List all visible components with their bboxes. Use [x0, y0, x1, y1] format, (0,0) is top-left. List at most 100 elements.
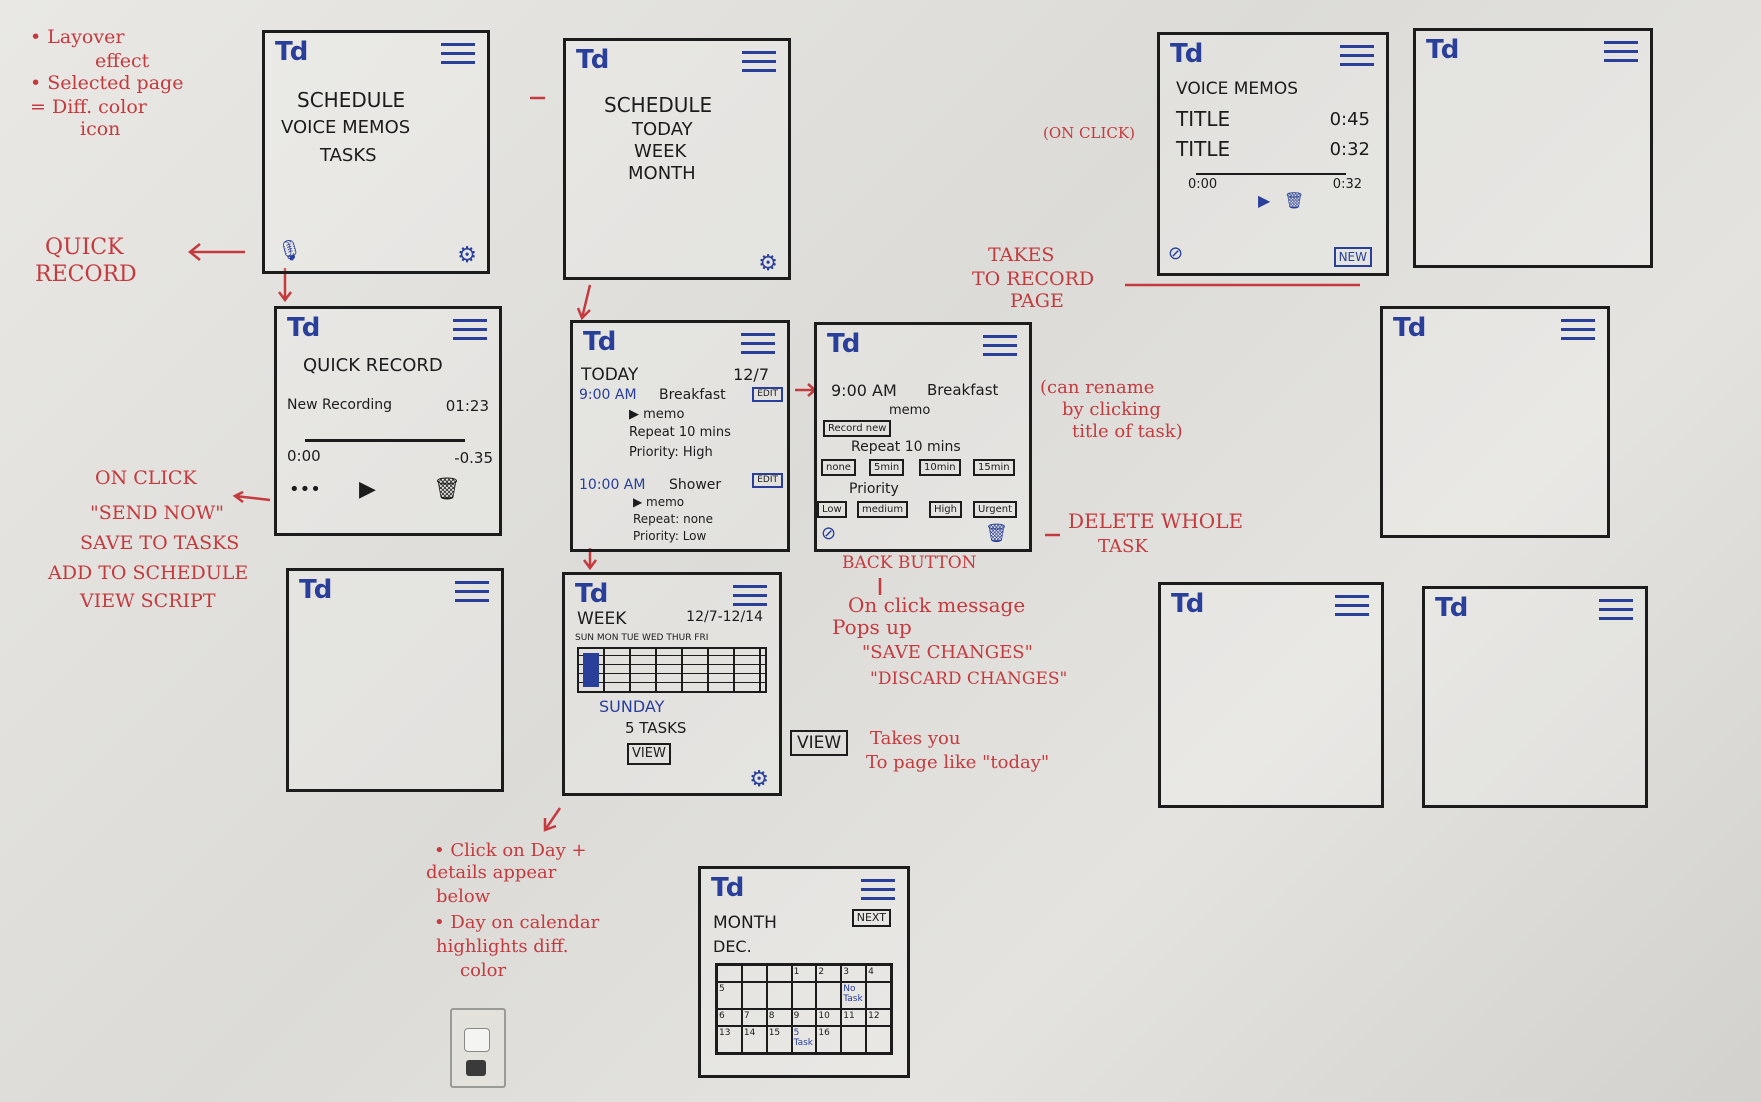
calendar-day[interactable] [866, 982, 891, 1009]
screen-blank: Td [1422, 586, 1648, 808]
note-quick: QUICK [45, 235, 124, 260]
priority-option[interactable]: Urgent [973, 501, 1018, 518]
gear-icon[interactable]: ⚙ [749, 767, 769, 792]
repeat-option[interactable]: 10min [919, 459, 961, 476]
calendar-day[interactable] [766, 965, 792, 982]
note-day-calendar: • Day on calendar [434, 912, 600, 933]
logo-icon: Td [275, 37, 308, 67]
trash-icon[interactable]: 🗑 [985, 523, 1008, 544]
task-name[interactable]: Breakfast [659, 387, 726, 403]
menu-icon[interactable] [1340, 45, 1374, 67]
menu-icon[interactable] [1561, 319, 1595, 341]
calendar-day[interactable] [791, 982, 817, 1009]
note-rename-3: title of task) [1072, 421, 1183, 442]
calendar-day[interactable]: 14 [741, 1026, 767, 1053]
menu-icon[interactable] [1604, 41, 1638, 63]
calendar-day[interactable]: 10 [816, 1009, 842, 1026]
play-icon[interactable]: ▶ [359, 477, 376, 502]
calendar-day[interactable]: 7 [741, 1009, 767, 1026]
view-button[interactable]: VIEW [627, 743, 671, 765]
calendar-day[interactable]: 16 [816, 1026, 842, 1053]
repeat-option[interactable]: 5min [869, 459, 905, 476]
menu-icon[interactable] [455, 581, 489, 603]
calendar-day[interactable] [866, 1026, 891, 1053]
calendar-day[interactable] [766, 982, 792, 1009]
record-new-button[interactable]: Record new [823, 420, 892, 437]
memo-title[interactable]: TITLE [1176, 107, 1231, 131]
logo-icon: Td [299, 575, 332, 605]
detail-name[interactable]: Breakfast [927, 381, 999, 399]
repeat-option[interactable]: none [821, 459, 856, 476]
menu-schedule[interactable]: SCHEDULE [297, 88, 406, 112]
recording-time: 01:23 [445, 397, 489, 415]
more-icon[interactable]: ••• [289, 479, 321, 500]
calendar-day[interactable] [741, 965, 767, 982]
menu-icon[interactable] [1599, 599, 1633, 621]
memo-title[interactable]: TITLE [1176, 137, 1231, 161]
menu-icon[interactable] [861, 879, 895, 901]
priority-option[interactable]: medium [857, 501, 909, 518]
menu-icon[interactable] [742, 51, 776, 73]
calendar-day[interactable] [741, 982, 767, 1009]
recording-name[interactable]: New Recording [287, 397, 393, 413]
new-button[interactable]: NEW [1333, 247, 1372, 267]
menu-icon[interactable] [441, 43, 475, 65]
calendar-day[interactable]: 13 [717, 1026, 742, 1053]
edit-button[interactable]: EDIT [752, 473, 783, 488]
calendar-day[interactable] [841, 1026, 867, 1053]
menu-icon[interactable] [733, 585, 767, 607]
view-button-sketch[interactable]: VIEW [790, 730, 849, 756]
task-memo[interactable]: ▶ memo [633, 495, 685, 509]
calendar-day[interactable]: 8 [766, 1009, 792, 1026]
back-icon[interactable]: ⊘ [821, 523, 837, 544]
calendar-day[interactable]: 9 [791, 1009, 817, 1026]
screen-blank: Td [1158, 582, 1384, 808]
calendar-day[interactable]: No Task [841, 982, 867, 1009]
repeat-option[interactable]: 15min [973, 459, 1015, 476]
trash-icon[interactable]: 🗑 [1284, 191, 1305, 210]
next-button[interactable]: NEXT [851, 909, 891, 927]
priority-option[interactable]: Low [817, 501, 847, 518]
menu-tasks[interactable]: TASKS [320, 145, 377, 166]
menu-month[interactable]: MONTH [628, 163, 696, 184]
memo-time: 0:45 [1329, 109, 1370, 130]
gear-icon[interactable]: ⚙ [758, 251, 778, 276]
week-grid[interactable] [577, 647, 767, 693]
plug [464, 1028, 490, 1052]
task-name[interactable]: Shower [669, 477, 722, 493]
calendar-day[interactable]: 4 [866, 965, 891, 982]
calendar-day[interactable]: 2 [816, 965, 842, 982]
trash-icon[interactable]: 🗑 [433, 477, 461, 502]
task-memo[interactable]: ▶ memo [629, 407, 685, 422]
calendar-day[interactable]: 15 [766, 1026, 792, 1053]
detail-memo[interactable]: memo [889, 403, 931, 418]
schedule-title[interactable]: SCHEDULE [604, 93, 713, 117]
menu-week[interactable]: WEEK [634, 141, 687, 162]
selected-day-highlight[interactable] [583, 653, 599, 687]
menu-today[interactable]: TODAY [632, 119, 693, 140]
back-icon[interactable]: ⊘ [1168, 243, 1184, 264]
calendar-day[interactable]: 12 [866, 1009, 891, 1026]
note-layover: • Layover [30, 26, 125, 48]
calendar-day[interactable]: 3 [841, 965, 867, 982]
calendar-day[interactable] [717, 965, 742, 982]
menu-voice-memos[interactable]: VOICE MEMOS [281, 117, 411, 138]
calendar-day[interactable] [816, 982, 842, 1009]
gear-icon[interactable]: ⚙ [457, 243, 477, 268]
progress-bar[interactable] [1196, 173, 1346, 175]
priority-option[interactable]: High [929, 501, 962, 518]
menu-icon[interactable] [453, 319, 487, 341]
mic-icon[interactable]: 🎙 [277, 238, 303, 262]
menu-icon[interactable] [983, 335, 1017, 357]
calendar-day[interactable]: 5 [717, 982, 742, 1009]
progress-bar[interactable] [305, 439, 465, 442]
play-icon[interactable]: ▶ [1258, 191, 1271, 210]
calendar-day[interactable]: 11 [841, 1009, 867, 1026]
calendar-day[interactable]: 6 [717, 1009, 742, 1026]
menu-icon[interactable] [741, 333, 775, 355]
calendar-day[interactable]: 1 [791, 965, 817, 982]
menu-icon[interactable] [1335, 595, 1369, 617]
calendar-day[interactable]: 5 Task [791, 1026, 817, 1053]
edit-button[interactable]: EDIT [752, 387, 783, 402]
